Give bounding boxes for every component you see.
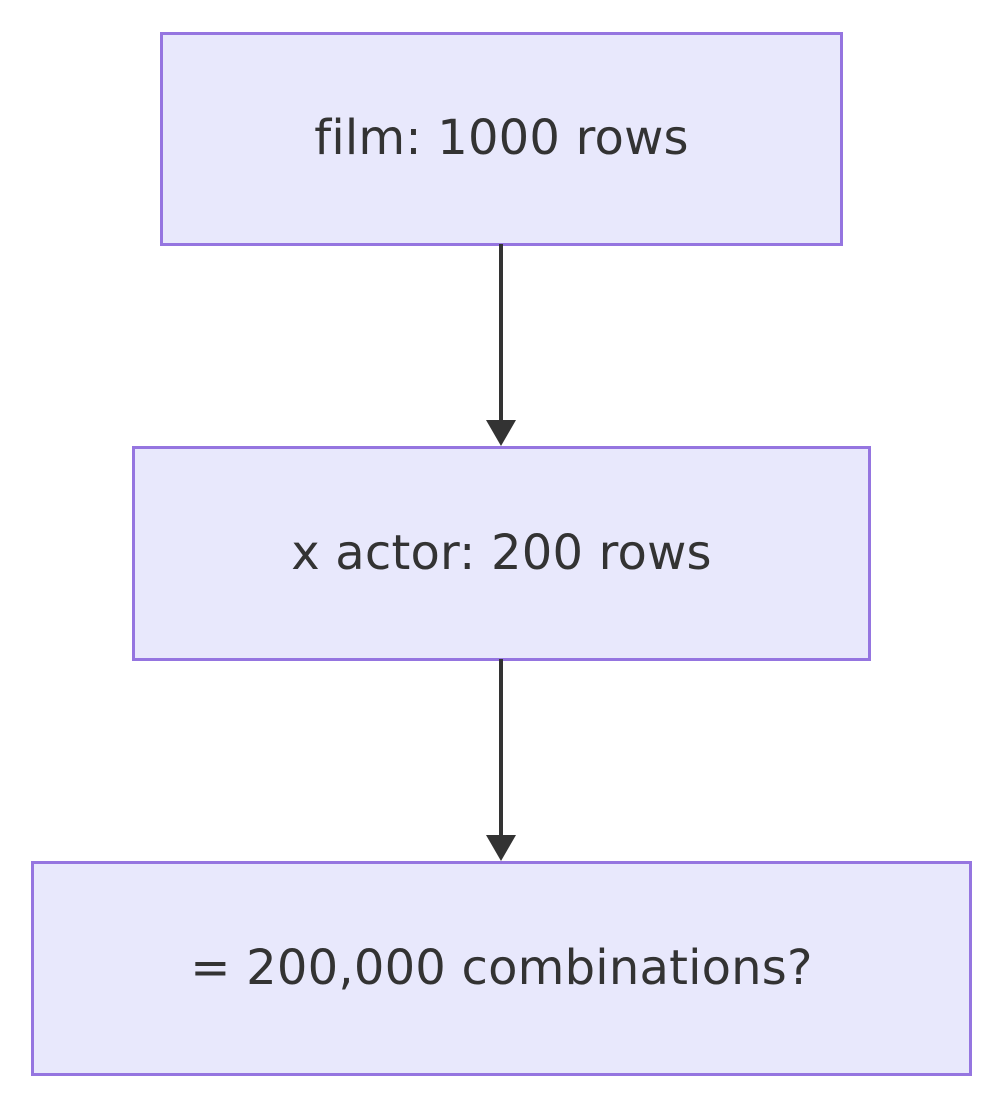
flow-node-film-label: film: 1000 rows — [314, 110, 689, 167]
flow-edge-actor-to-combinations — [486, 659, 516, 861]
flow-node-film[interactable]: film: 1000 rows — [160, 32, 843, 246]
flow-node-actor[interactable]: x actor: 200 rows — [132, 446, 871, 661]
flow-edge-film-to-actor — [486, 244, 516, 446]
flow-node-combinations-label: = 200,000 combinations? — [190, 939, 813, 996]
flow-node-combinations[interactable]: = 200,000 combinations? — [31, 861, 972, 1076]
arrowhead-down-icon — [486, 420, 516, 446]
flow-node-actor-label: x actor: 200 rows — [291, 524, 712, 581]
arrowhead-down-icon — [486, 835, 516, 861]
